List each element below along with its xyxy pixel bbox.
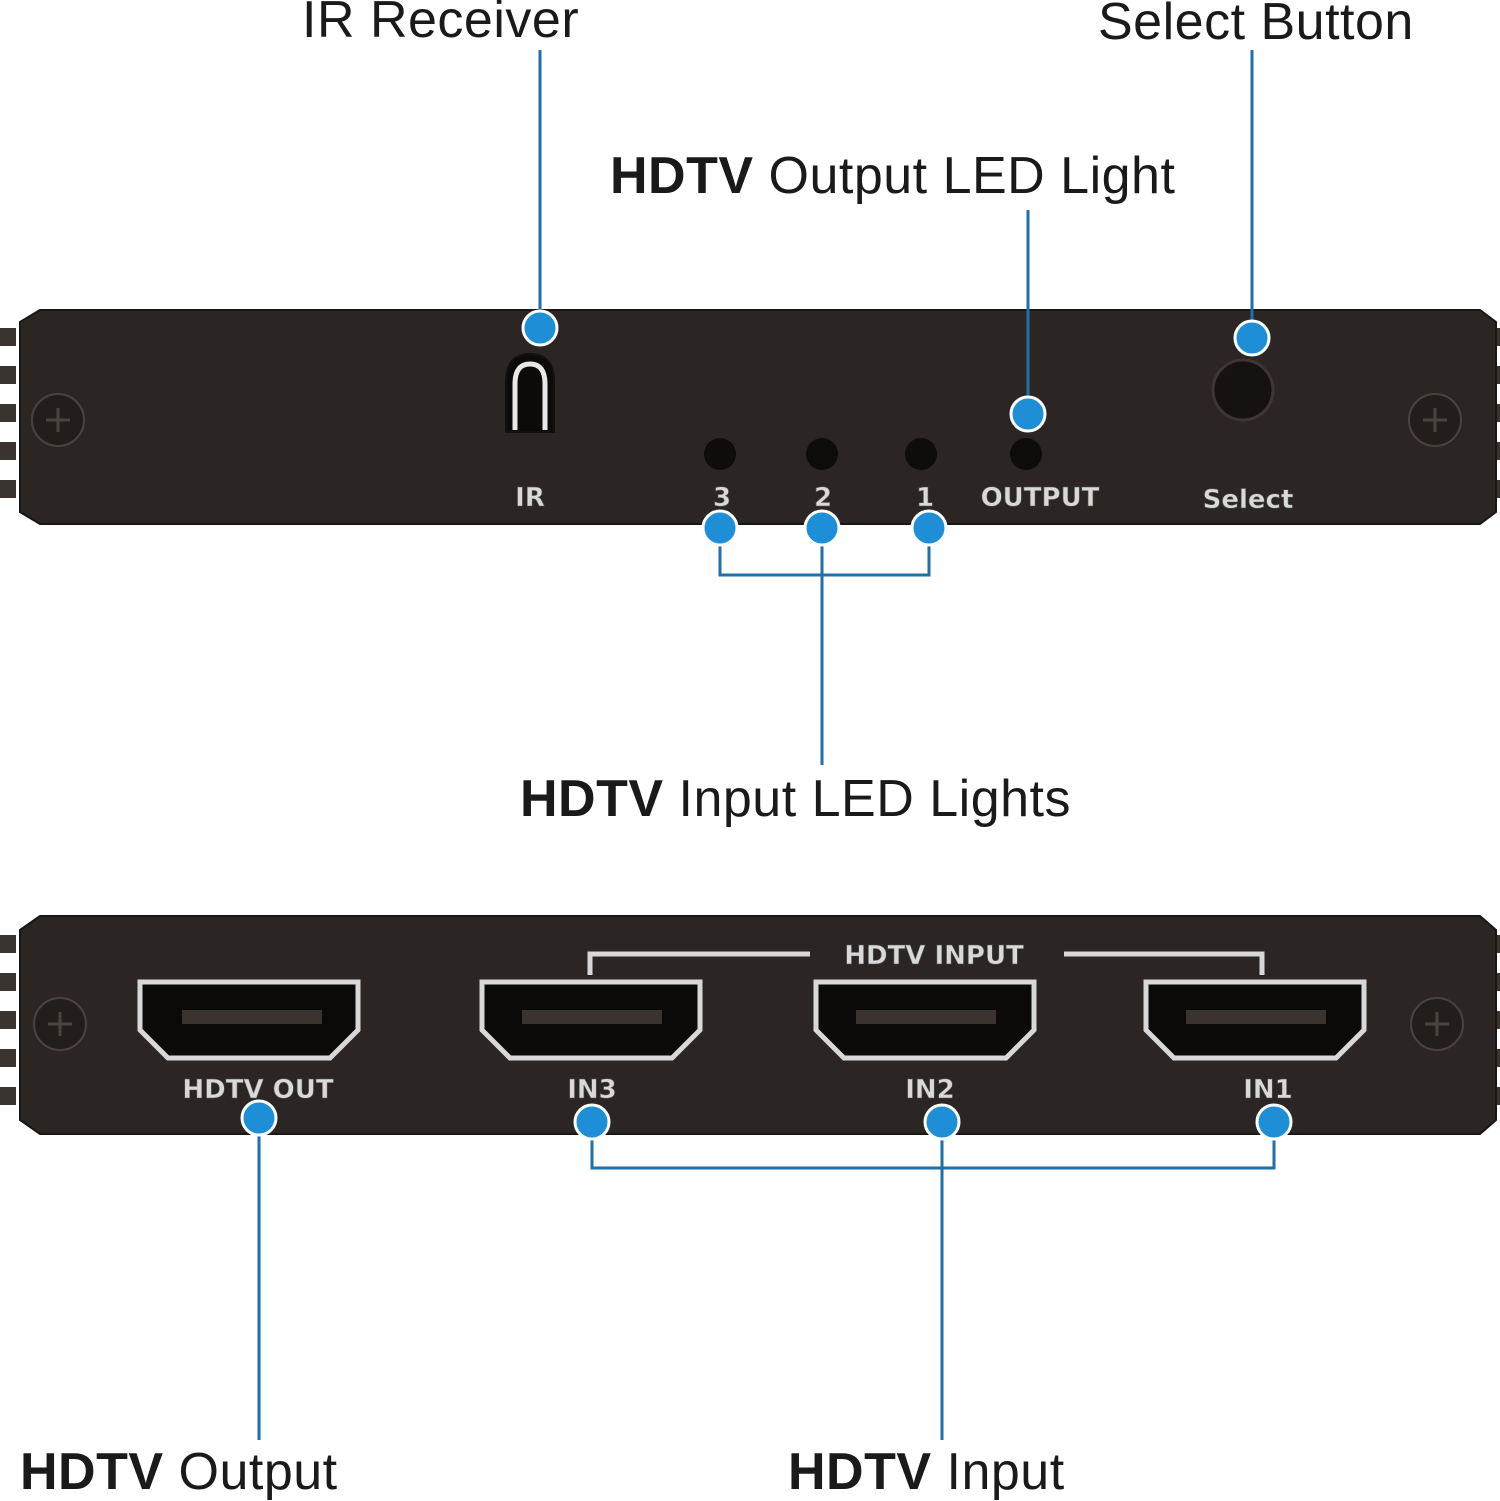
callout-select-button: Select Button	[1098, 0, 1414, 51]
dot-led-2	[803, 509, 841, 547]
dot-output-led	[1009, 395, 1047, 433]
callout-output-led-bold: HDTV	[610, 147, 754, 205]
front-panel: IR 3 2 1 OUTPUT Select	[0, 309, 1500, 525]
hdmi-port-in1[interactable]	[1143, 979, 1367, 1061]
hdtv-input-bracket	[587, 951, 1265, 975]
hdtv-input-group-label: HDTV INPUT	[844, 941, 1024, 971]
rear-left-fins	[0, 935, 16, 1105]
in3-label: IN3	[567, 1075, 617, 1105]
led-3-label: 3	[713, 483, 731, 513]
rear-screw-right	[1410, 997, 1464, 1051]
select-button[interactable]	[1211, 358, 1275, 422]
rear-panel-body	[19, 915, 1497, 1135]
callout-ir-receiver: IR Receiver	[302, 0, 580, 49]
callout-dots	[240, 309, 1293, 1141]
led-hole-2	[806, 438, 838, 470]
callout-hdtv-input-bold: HDTV	[788, 1443, 932, 1501]
dot-hdtv-out	[240, 1099, 278, 1137]
dot-select	[1233, 319, 1271, 357]
led-1-label: 1	[916, 483, 934, 513]
callout-hdtv-output: HDTV Output	[20, 1446, 338, 1498]
in2-label: IN2	[905, 1075, 955, 1105]
hdmi-port-out[interactable]	[137, 979, 361, 1061]
select-label: Select	[1203, 485, 1294, 515]
dot-in2	[923, 1103, 961, 1141]
hdmi-port-in2[interactable]	[813, 979, 1037, 1061]
callout-hdtv-input: HDTV Input	[788, 1446, 1065, 1498]
front-left-fins	[0, 328, 16, 498]
callout-hdtv-output-rest: Output	[178, 1443, 338, 1501]
callout-output-led-rest: Output LED Light	[768, 147, 1176, 205]
hdmi-port-in3[interactable]	[479, 979, 703, 1061]
callout-lines	[257, 50, 1276, 1440]
callout-hdtv-input-rest: Input	[946, 1443, 1065, 1501]
front-panel-body	[19, 309, 1497, 525]
dot-led-1	[910, 509, 948, 547]
dot-ir	[521, 309, 559, 347]
led-hole-1	[905, 438, 937, 470]
callout-output-led-light: HDTV Output LED Light	[610, 150, 1175, 202]
rear-screw-left	[33, 997, 87, 1051]
callout-input-leds-bold: HDTV	[520, 770, 664, 828]
dot-in1	[1255, 1103, 1293, 1141]
leader-hdtv-input	[590, 1122, 1276, 1440]
callout-input-leds-rest: Input LED Lights	[678, 770, 1071, 828]
ir-label: IR	[515, 483, 545, 513]
in1-label: IN1	[1243, 1075, 1293, 1105]
led-hole-3	[704, 438, 736, 470]
rear-panel: HDTV INPUT HDTV OUT IN3 IN2 IN1	[0, 915, 1500, 1135]
callout-hdtv-output-bold: HDTV	[20, 1443, 164, 1501]
front-screw-right	[1408, 393, 1462, 447]
hdtv-out-label: HDTV OUT	[182, 1075, 333, 1105]
output-label: OUTPUT	[981, 483, 1100, 513]
callout-input-led-lights: HDTV Input LED Lights	[520, 773, 1071, 825]
led-2-label: 2	[814, 483, 832, 513]
leader-input-leds	[718, 528, 931, 765]
led-hole-output	[1010, 438, 1042, 470]
dot-led-3	[701, 509, 739, 547]
front-screw-left	[31, 393, 85, 447]
dot-in3	[573, 1103, 611, 1141]
